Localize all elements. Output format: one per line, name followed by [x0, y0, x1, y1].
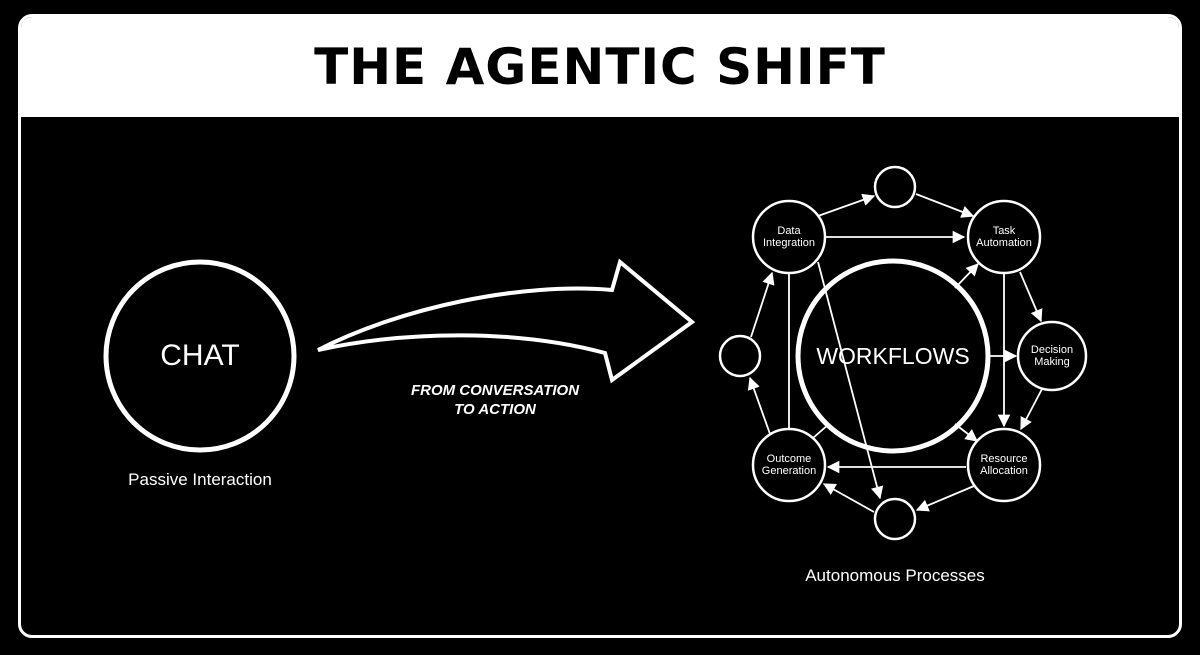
arrow-caption-line2: TO ACTION: [454, 401, 536, 418]
arrow-top-to-task: [915, 193, 975, 218]
chat-circle: [103, 259, 297, 453]
arrow-workflows-to-resource: [954, 423, 978, 442]
arrow-workflows-to-task: [954, 263, 979, 289]
arrow-left-to-data: [750, 271, 775, 338]
arrow-outcome-to-left: [747, 376, 771, 435]
node-bottom-empty: [873, 497, 917, 541]
title-banner: [21, 17, 1179, 117]
outcome-generation-label: Outcome Generation: [761, 453, 817, 477]
arrow-decision-to-resource: [1020, 388, 1043, 431]
node-resource-allocation: [966, 427, 1042, 503]
passive-interaction-caption: Passive Interaction: [128, 470, 272, 489]
arrow-data-to-bottom: [817, 261, 884, 500]
decision-making-label: Decision Making: [1030, 344, 1074, 368]
arrow-resource-to-bottom: [915, 485, 975, 512]
page-title: THE AGENTIC SHIFT: [314, 38, 886, 96]
diagram-frame: THE AGENTIC SHIFT: [18, 14, 1182, 638]
arrow-task-to-decision: [1019, 271, 1043, 323]
chat-label: CHAT: [160, 339, 240, 372]
workflows-circle: [795, 258, 991, 454]
data-integration-label: Data Integration: [763, 225, 815, 249]
arrow-data-to-top: [817, 193, 876, 217]
node-top-empty: [873, 165, 917, 209]
arrow-bottom-to-outcome: [822, 483, 875, 513]
node-left-empty: [718, 334, 762, 378]
transition-arrow: [317, 258, 696, 384]
node-decision-making: [1016, 320, 1088, 392]
resource-allocation-label: Resource Allocation: [980, 453, 1028, 477]
connector-outcome-workflows: [812, 423, 830, 439]
workflows-label: WORKFLOWS: [816, 343, 970, 369]
arrow-caption-line1: FROM CONVERSATION: [410, 382, 580, 399]
workflow-connectors: [747, 193, 1043, 513]
task-automation-label: Task Automation: [976, 225, 1032, 249]
node-task-automation: [966, 199, 1042, 275]
autonomous-processes-caption: Autonomous Processes: [805, 566, 985, 585]
